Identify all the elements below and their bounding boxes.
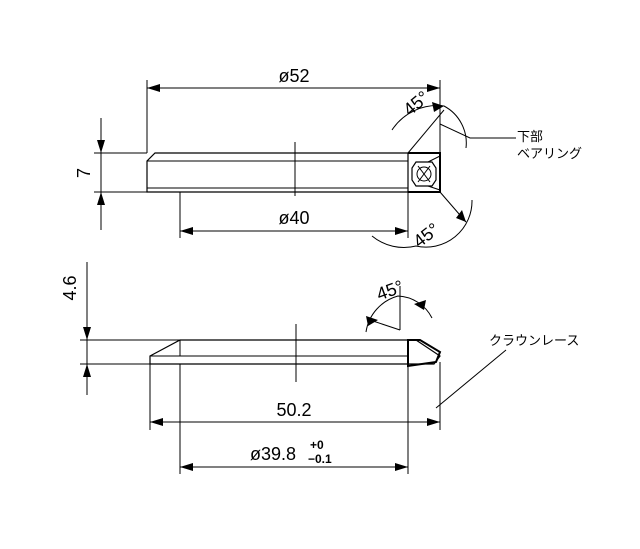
dim-crown-inner-label: ø39.8 — [250, 444, 296, 464]
dim-crown-height-label: 4.6 — [60, 275, 80, 300]
leader-lower-bearing — [439, 123, 516, 139]
arrow-398-right — [395, 463, 408, 471]
dim-inner-diameter-label: ø40 — [278, 208, 309, 228]
arrow-46-bottom — [83, 364, 91, 377]
arrow-52-right — [427, 84, 440, 92]
angle-arc-bottom — [371, 199, 473, 248]
angle-arc-top — [391, 105, 467, 149]
lower-bearing-label-line2: ベアリング — [517, 147, 582, 162]
crown-race-cross-section — [407, 339, 442, 368]
arrow-46-top — [83, 327, 91, 340]
arrow-7-bottom — [97, 192, 105, 205]
bearing-cross-section — [408, 152, 441, 193]
arrow-52-left — [147, 84, 160, 92]
angle-top-label: 45° — [399, 87, 433, 120]
arrow-angle-crown-2 — [414, 300, 426, 310]
dim-height-label: 7 — [74, 168, 94, 178]
dim-crown-outer-label: 50.2 — [276, 400, 311, 420]
arrow-502-left — [150, 418, 163, 426]
angle-crown-label: 45° — [374, 276, 406, 304]
arrow-398-left — [180, 463, 193, 471]
angle-ray-top — [407, 109, 445, 154]
arrow-angle-crown — [366, 316, 378, 326]
arrow-40-left — [180, 227, 193, 235]
leader-crown-race — [435, 349, 507, 409]
bearing-body-outline — [146, 152, 409, 193]
arrow-502-right — [427, 418, 440, 426]
dim-outer-diameter-label: ø52 — [278, 66, 309, 86]
crown-race-view: 4.6 45° 50.2 ø39.8 +0 −0.1 クラウンレース — [60, 262, 579, 474]
lower-bearing-view: ø52 ø40 7 45° 45° 下部 ベアリング — [74, 66, 582, 252]
dim-crown-tol-upper: +0 — [310, 438, 324, 452]
arrow-40-right — [395, 227, 408, 235]
arrow-angle-bottom — [456, 210, 466, 222]
dim-crown-tol-lower: −0.1 — [308, 452, 332, 466]
lower-bearing-label-line1: 下部 — [517, 130, 543, 145]
arrow-angle-top — [432, 102, 444, 112]
arrow-7-top — [97, 140, 105, 153]
crown-race-label: クラウンレース — [489, 334, 579, 349]
crown-race-outline — [149, 339, 441, 365]
